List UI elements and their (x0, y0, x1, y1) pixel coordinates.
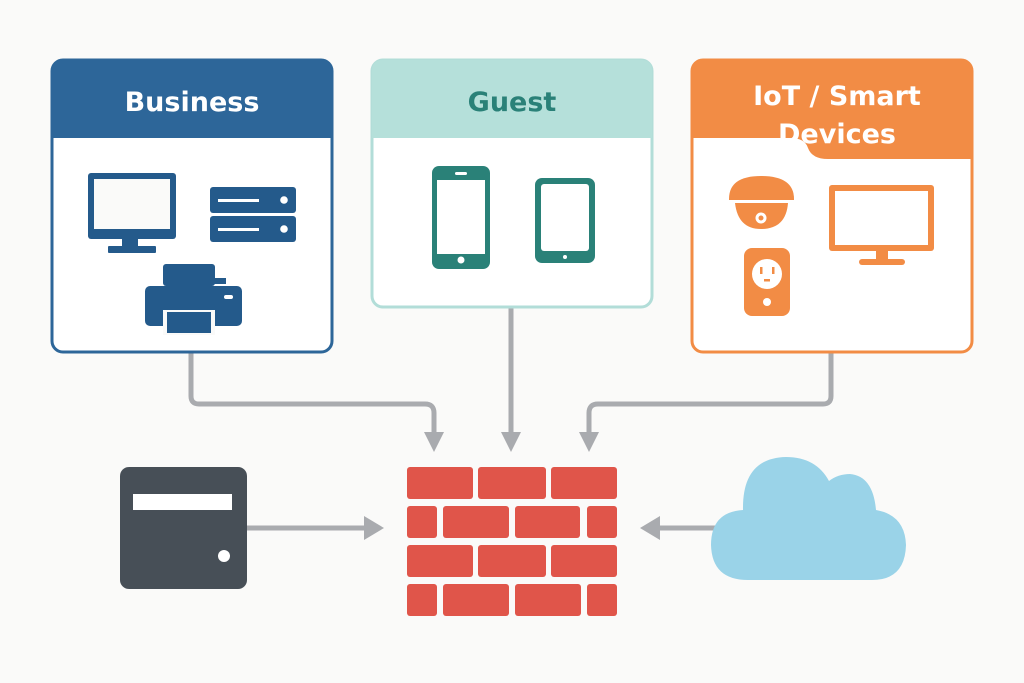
firewall-brick (407, 506, 437, 538)
arrowhead-server (364, 516, 384, 540)
connector-iot-to-firewall (586, 352, 834, 432)
server-icon[interactable] (120, 467, 247, 589)
firewall-brick (478, 467, 546, 499)
connector-business-to-firewall (188, 352, 437, 432)
firewall-brick (551, 467, 617, 499)
arrowhead-business (424, 432, 444, 452)
zone-iot-title-line1: IoT / Smart (753, 81, 921, 112)
firewall-brick (515, 506, 580, 538)
zone-business-header (52, 60, 332, 138)
firewall-brick (515, 584, 581, 616)
zone-iot[interactable]: IoT / Smart Devices (690, 58, 974, 354)
zone-business-title: Business (125, 87, 260, 118)
firewall-brick (407, 545, 473, 577)
firewall-brick (407, 467, 473, 499)
tv-icon (829, 185, 934, 265)
zone-guest-title: Guest (468, 87, 557, 118)
zone-business[interactable]: Business (50, 58, 334, 354)
firewall-brick (478, 545, 546, 577)
firewall-brick (551, 545, 617, 577)
zone-guest-header (372, 60, 652, 138)
tablet-icon (535, 178, 595, 263)
arrowhead-iot (579, 432, 599, 452)
connectors (188, 308, 834, 531)
monitor-icon (88, 173, 176, 253)
zone-iot-header (692, 60, 972, 159)
brick-wall-icon[interactable] (407, 467, 617, 616)
dome-camera-icon (729, 176, 794, 229)
firewall-brick (587, 584, 617, 616)
arrowheads (364, 432, 660, 540)
firewall-brick (407, 584, 437, 616)
server-rack-icon (210, 187, 296, 242)
smart-plug-icon (744, 248, 790, 316)
smartphone-icon (432, 166, 490, 269)
cloud-icon[interactable] (711, 457, 906, 580)
printer-icon (145, 264, 242, 335)
firewall-brick (443, 506, 509, 538)
firewall-brick (443, 584, 509, 616)
firewall-brick (587, 506, 617, 538)
arrowhead-guest (501, 432, 521, 452)
zone-iot-title-line2: Devices (778, 119, 896, 150)
arrowhead-cloud (640, 516, 660, 540)
zone-guest[interactable]: Guest (370, 58, 654, 309)
